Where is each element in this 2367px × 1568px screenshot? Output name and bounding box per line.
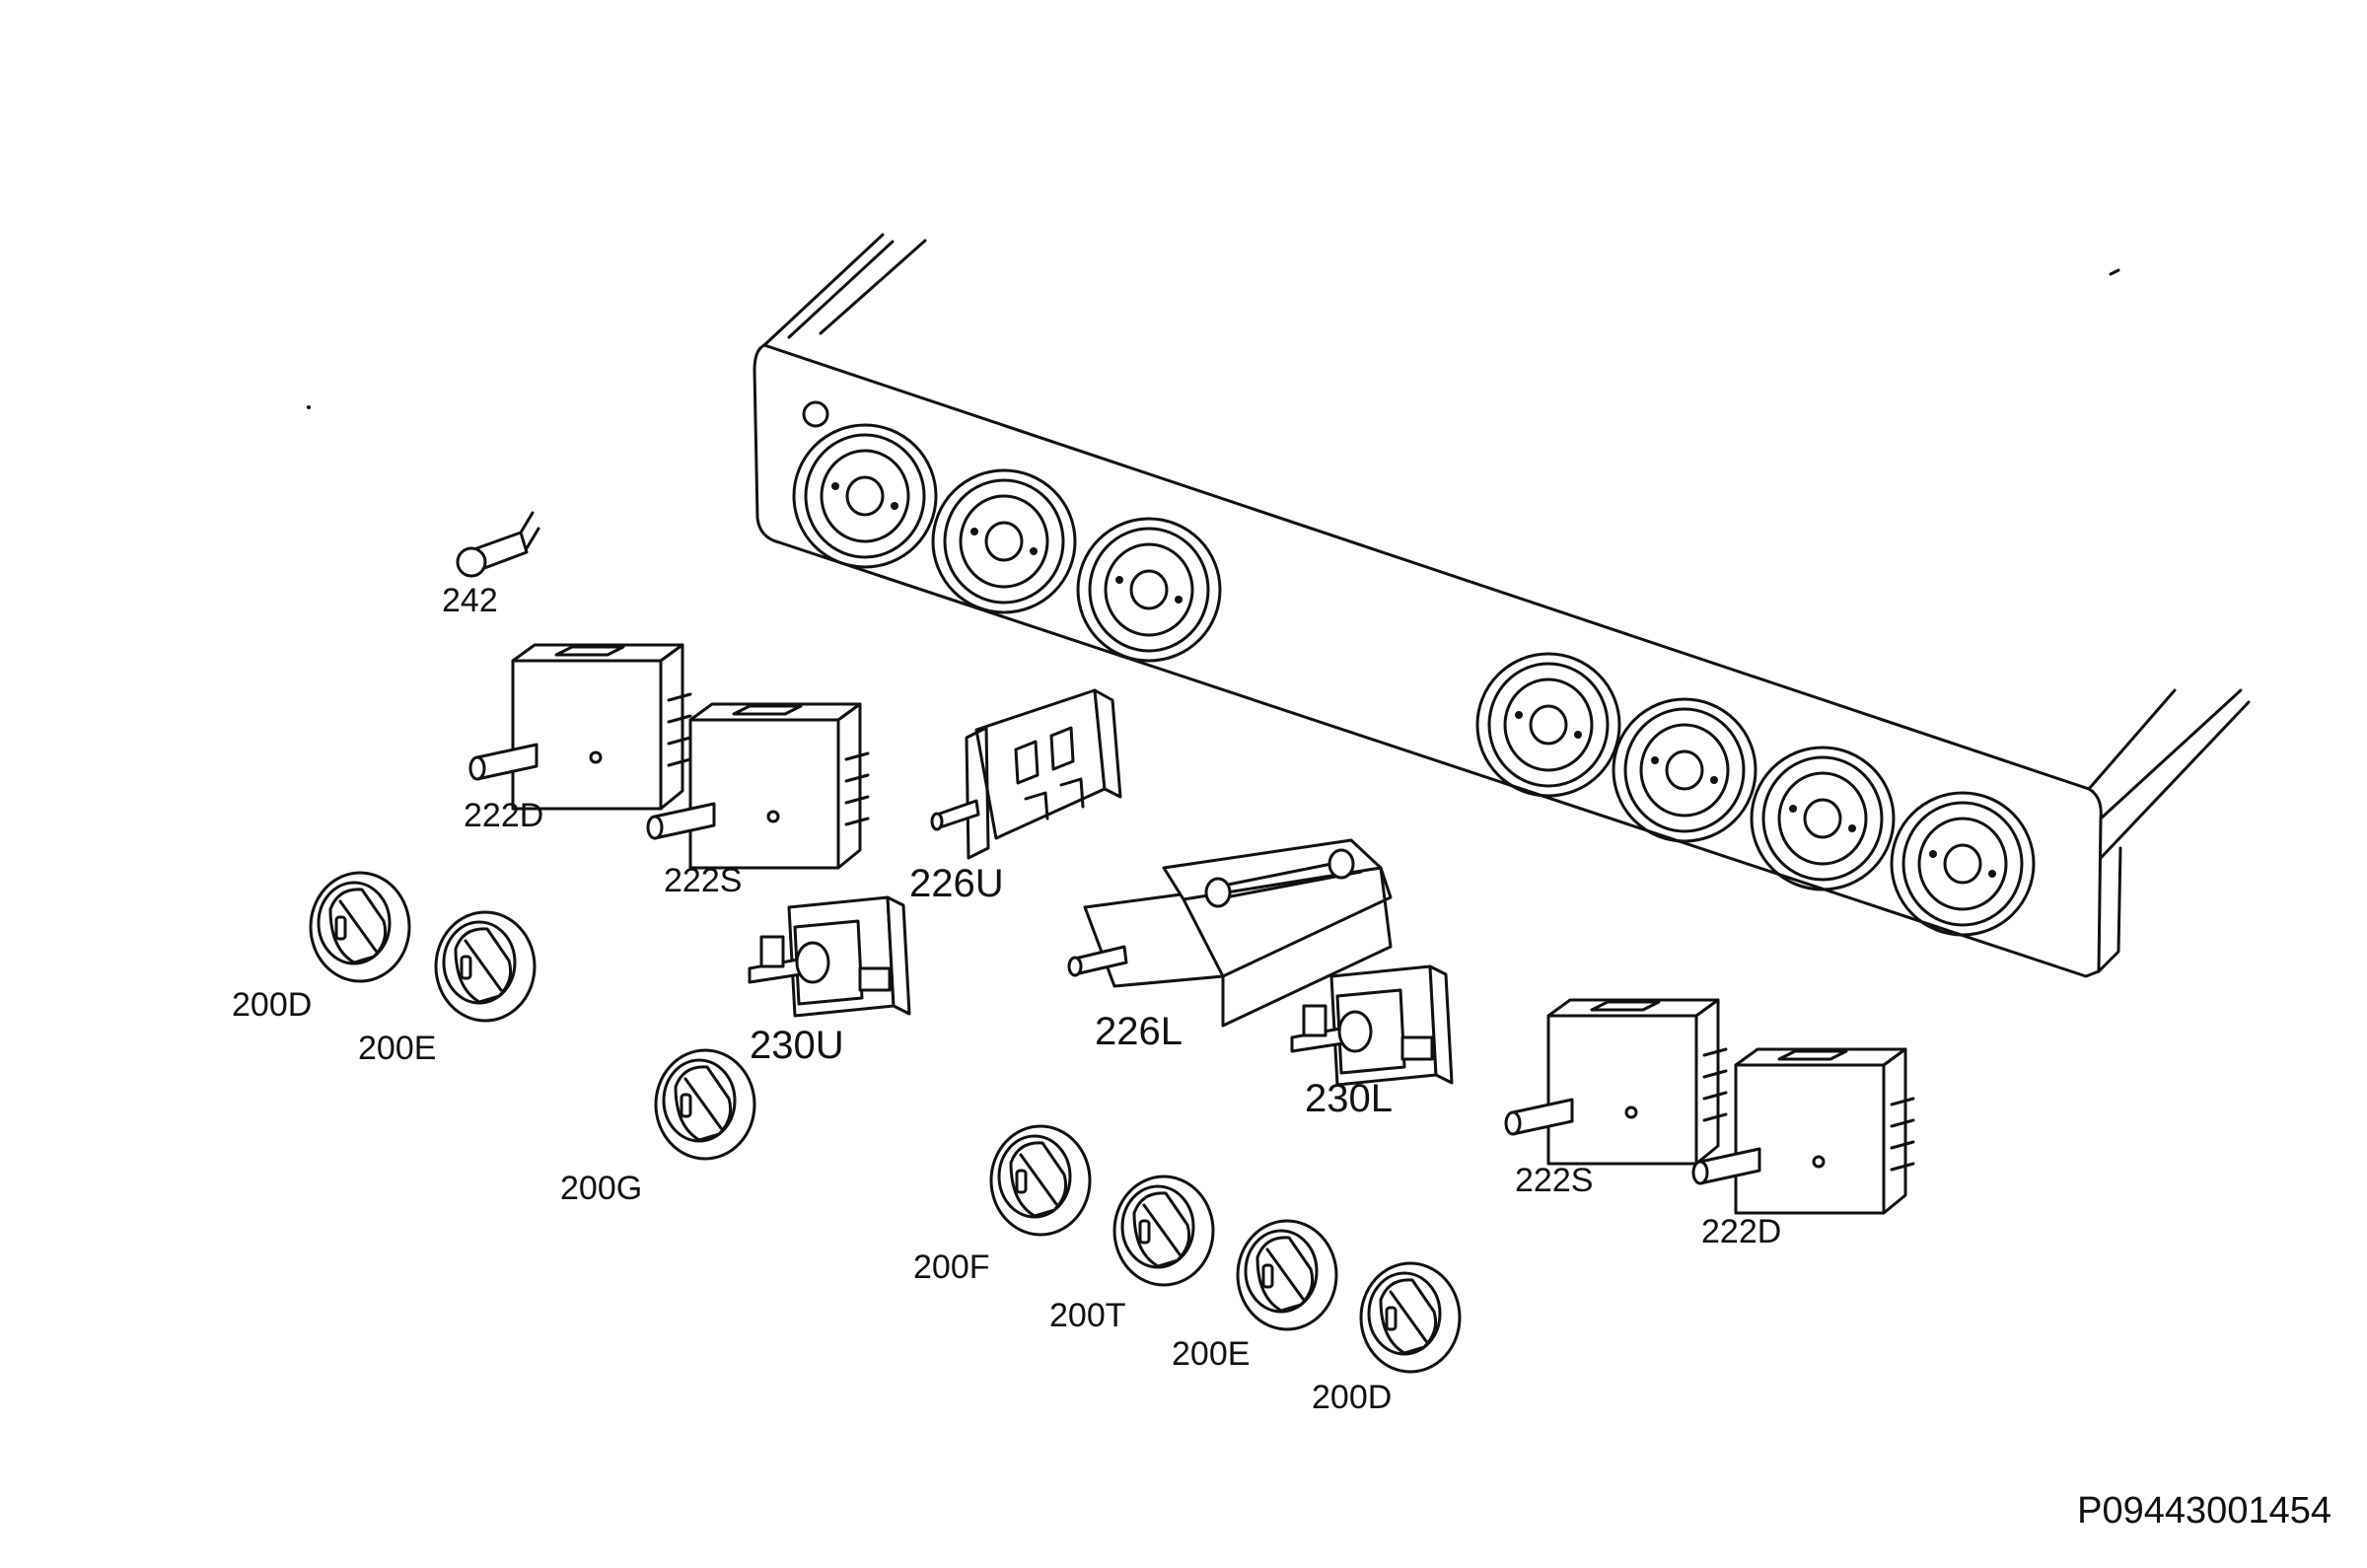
label-200E-left: 200E: [358, 1030, 437, 1067]
label-222D-left: 222D: [464, 797, 544, 834]
knob-200G: [654, 1048, 756, 1161]
label-242: 242: [442, 582, 498, 619]
indicator-lamp-242: [456, 511, 540, 578]
knob-200E-right: [1236, 1219, 1338, 1331]
label-200F: 200F: [913, 1248, 990, 1286]
label-230L: 230L: [1305, 1077, 1393, 1120]
energy-regulator-222D-left: [468, 643, 692, 811]
label-226L: 226L: [1095, 1010, 1183, 1053]
label-200T: 200T: [1049, 1297, 1126, 1334]
label-230U: 230U: [750, 1024, 844, 1067]
label-222D-right: 222D: [1701, 1213, 1782, 1250]
control-panel-housing: [753, 233, 2251, 978]
knob-200D-left: [309, 871, 411, 983]
knob-200E-left: [434, 910, 537, 1023]
knob-200D-right: [1359, 1261, 1462, 1374]
label-222S-right: 222S: [1515, 1162, 1594, 1199]
reference-code: P09443001454: [2077, 1490, 2331, 1532]
selector-switch-226U: [930, 688, 1122, 860]
label-200G: 200G: [560, 1170, 643, 1207]
label-200D-right: 200D: [1312, 1379, 1393, 1416]
label-200D-left: 200D: [232, 986, 313, 1024]
label-200E-right: 200E: [1172, 1335, 1251, 1373]
label-226U: 226U: [909, 862, 1004, 905]
switch-230U: [748, 895, 911, 1018]
knob-200F: [989, 1124, 1092, 1237]
energy-regulator-222D-right: [1691, 1047, 1915, 1215]
label-222S-left: 222S: [664, 862, 743, 899]
switch-230L: [1290, 964, 1454, 1087]
knob-200T: [1112, 1175, 1215, 1287]
oven-selector-226L: [1067, 838, 1393, 1028]
energy-regulator-222S-right: [1504, 998, 1728, 1166]
